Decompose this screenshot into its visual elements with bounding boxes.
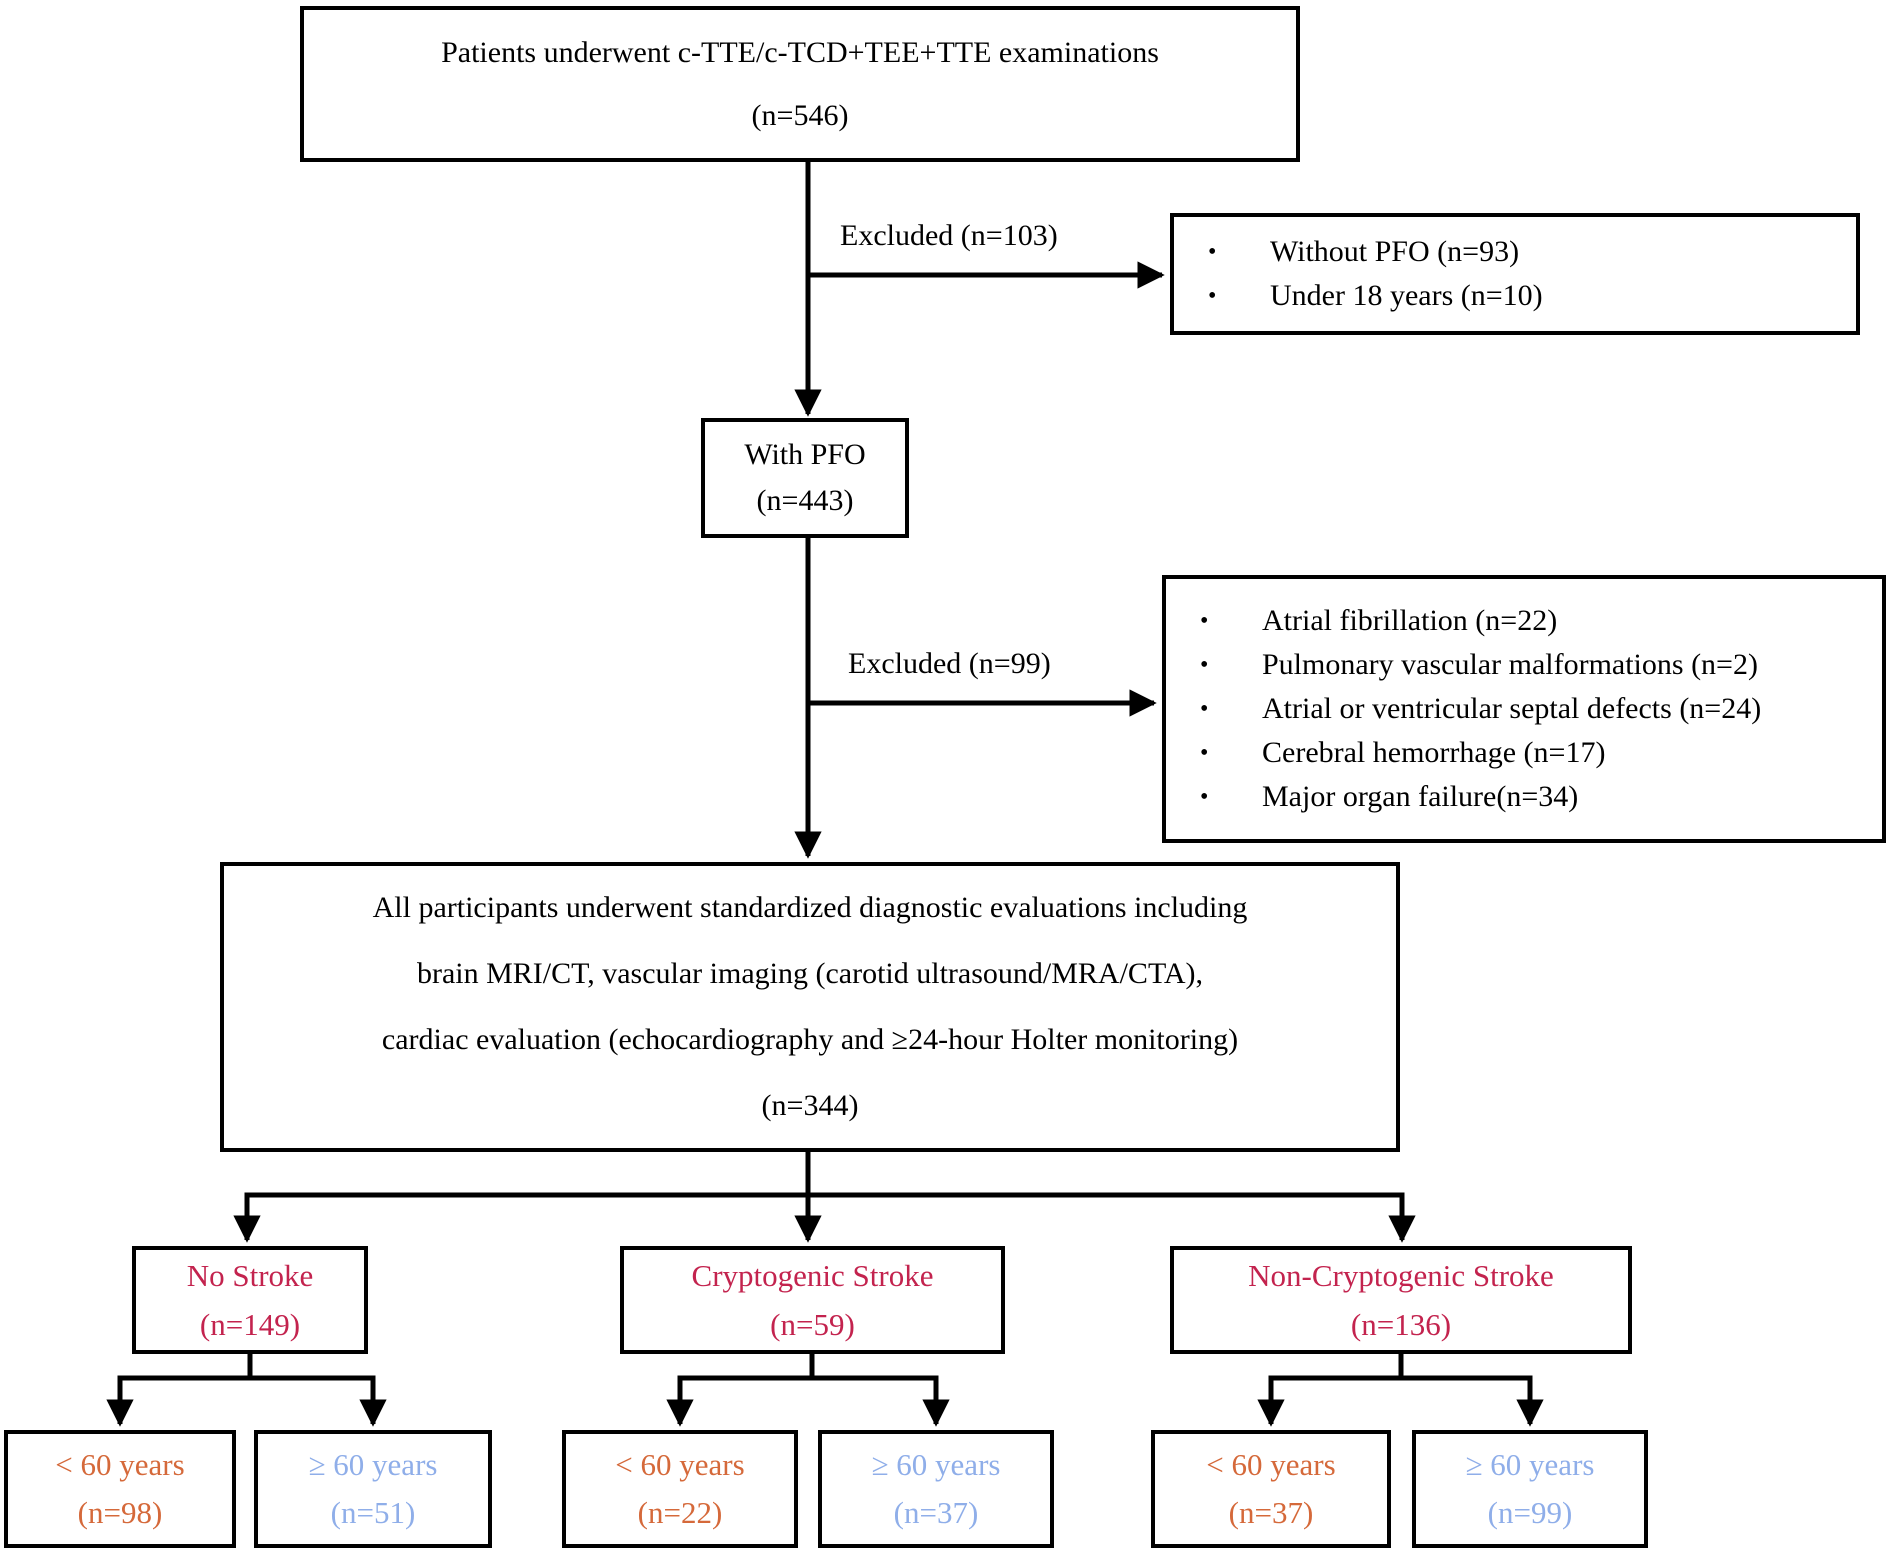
exclusion-item: • Pulmonary vascular malformations (n=2) [1166,643,1882,687]
non-cryptogenic-stroke-box: Non-Cryptogenic Stroke (n=136) [1170,1246,1632,1354]
with-pfo-box: With PFO (n=443) [701,418,909,538]
age-n: (n=37) [893,1495,979,1530]
exclusion-item: • Major organ failure(n=34) [1166,775,1882,819]
eligible-line-3: cardiac evaluation (echocardiography and… [381,1023,1239,1056]
exclusion-item: • Under 18 years (n=10) [1174,274,1856,318]
age-n: (n=51) [330,1495,416,1530]
top-box-n: (n=546) [751,99,849,132]
age-under60-non-cryptogenic-box: < 60 years (n=37) [1151,1430,1391,1548]
excluded-1-label: Excluded (n=103) [840,219,1058,252]
age-under60-no-stroke-box: < 60 years (n=98) [4,1430,236,1548]
excluded-2-box: • Atrial fibrillation (n=22) • Pulmonary… [1162,575,1886,843]
excluded-2-label: Excluded (n=99) [848,647,1051,680]
eligible-line-2: brain MRI/CT, vascular imaging (carotid … [416,957,1204,990]
bullet-icon: • [1208,239,1217,265]
age-n: (n=22) [637,1495,723,1530]
bullet-icon: • [1200,740,1209,766]
age-label: < 60 years [1206,1447,1336,1482]
exclusion-item: • Cerebral hemorrhage (n=17) [1166,731,1882,775]
with-pfo-title: With PFO [744,438,866,471]
exclusion-item: • Without PFO (n=93) [1174,230,1856,274]
age-n: (n=37) [1228,1495,1314,1530]
age-n: (n=99) [1487,1495,1573,1530]
no-stroke-box: No Stroke (n=149) [132,1246,368,1354]
age-label: ≥ 60 years [871,1447,1001,1482]
age-over60-cryptogenic-box: ≥ 60 years (n=37) [818,1430,1054,1548]
no-stroke-n: (n=149) [199,1307,301,1342]
cryptogenic-title: Cryptogenic Stroke [691,1258,934,1293]
bullet-icon: • [1200,784,1209,810]
eligible-n: (n=344) [761,1089,859,1122]
excluded-1-box: • Without PFO (n=93) • Under 18 years (n… [1170,213,1860,335]
age-label: < 60 years [55,1447,185,1482]
eligible-line-1: All participants underwent standardized … [372,891,1248,924]
age-label: ≥ 60 years [308,1447,438,1482]
age-under60-cryptogenic-box: < 60 years (n=22) [562,1430,798,1548]
eligible-box: All participants underwent standardized … [220,862,1400,1152]
top-box: Patients underwent c-TTE/c-TCD+TEE+TTE e… [300,6,1300,162]
non-cryptogenic-n: (n=136) [1350,1307,1452,1342]
bullet-icon: • [1200,696,1209,722]
cryptogenic-stroke-box: Cryptogenic Stroke (n=59) [620,1246,1005,1354]
bullet-icon: • [1200,608,1209,634]
with-pfo-n: (n=443) [756,484,854,517]
bullet-icon: • [1208,283,1217,309]
age-label: < 60 years [615,1447,745,1482]
non-cryptogenic-title: Non-Cryptogenic Stroke [1248,1258,1554,1293]
no-stroke-title: No Stroke [186,1258,314,1293]
exclusion-item: • Atrial fibrillation (n=22) [1166,599,1882,643]
bullet-icon: • [1200,652,1209,678]
age-over60-no-stroke-box: ≥ 60 years (n=51) [254,1430,492,1548]
age-n: (n=98) [77,1495,163,1530]
top-box-title: Patients underwent c-TTE/c-TCD+TEE+TTE e… [441,36,1159,69]
exclusion-item: • Atrial or ventricular septal defects (… [1166,687,1882,731]
age-over60-non-cryptogenic-box: ≥ 60 years (n=99) [1412,1430,1648,1548]
age-label: ≥ 60 years [1465,1447,1595,1482]
cryptogenic-n: (n=59) [770,1307,855,1342]
